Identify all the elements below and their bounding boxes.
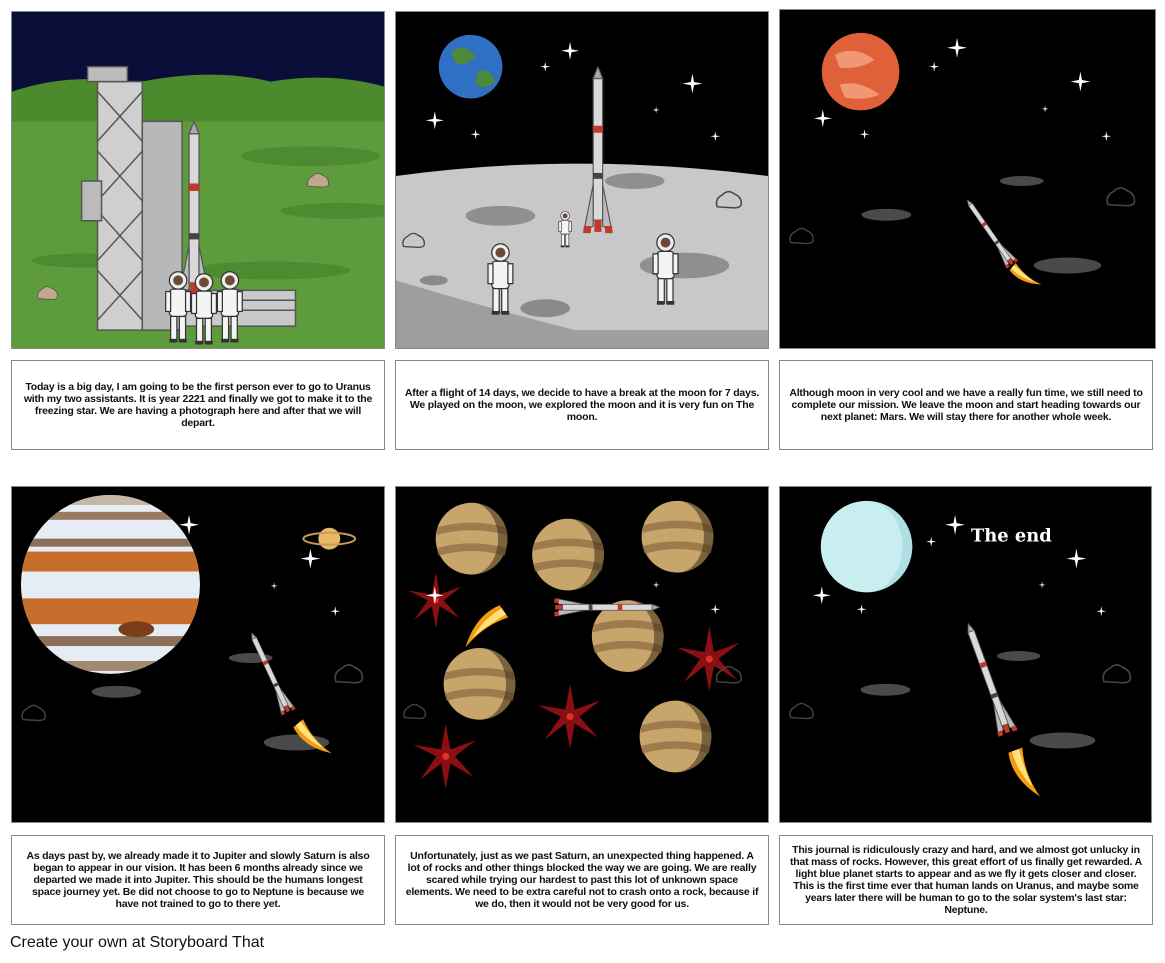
panel-4-caption: As days past by, we already made it to J… [11, 835, 385, 925]
panel-4-scene [11, 486, 385, 823]
panel-2-scene [395, 11, 769, 349]
panel-3-caption: Although moon in very cool and we have a… [779, 360, 1153, 450]
panel-5-caption: Unfortunately, just as we past Saturn, a… [395, 835, 769, 925]
panel-3-scene [779, 9, 1156, 349]
panel-2-caption: After a flight of 14 days, we decide to … [395, 360, 769, 450]
panel-6-scene: The end [779, 486, 1152, 823]
panel-1-caption: Today is a big day, I am going to be the… [11, 360, 385, 450]
panel-6-caption: This journal is ridiculously crazy and h… [779, 835, 1153, 925]
storyboard-footer-link[interactable]: Create your own at Storyboard That [10, 934, 265, 951]
panel-5-scene [395, 486, 769, 823]
the-end-title: The end [971, 526, 1052, 547]
panel-1-scene [11, 11, 385, 349]
